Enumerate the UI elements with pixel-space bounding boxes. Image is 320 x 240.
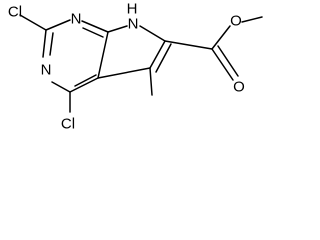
bond-n7-c6 — [139, 25, 166, 42]
nitrogen-label-n3: N — [41, 62, 52, 79]
bond-cl-c2 — [19, 14, 47, 31]
chlorine-label-top: Cl — [8, 4, 22, 21]
bond-c7a-n7 — [107, 25, 128, 33]
bond-n1-c7a — [81, 20, 109, 33]
bonds — [19, 14, 263, 113]
bond-c4a-c7a — [97, 31, 109, 79]
bond-carbonyl-o — [211, 48, 234, 81]
bond-c6-c5-inner — [155, 43, 172, 73]
bond-n1-c7a-inner — [82, 27, 104, 38]
nitrogen-label-n1: N — [71, 11, 82, 28]
bond-c2-n3 — [42, 29, 47, 58]
bond-c4-c4a — [69, 77, 99, 93]
bond-c5-methyl — [149, 67, 153, 96]
oxygen-label-ester: O — [230, 13, 242, 30]
bond-c4-c4a-inner — [74, 74, 97, 87]
bond-c2-n1 — [45, 19, 71, 31]
nitrogen-label-n7: N — [128, 16, 139, 33]
bond-carbonyl-o-inner — [217, 45, 239, 77]
hydrogen-label-nh: H — [127, 1, 138, 18]
bond-c6-c5 — [149, 40, 166, 69]
bond-carbonyl-oester — [211, 25, 231, 50]
bond-c6-carbonyl — [164, 40, 213, 50]
bond-oester-methyl — [241, 16, 263, 23]
bond-n3-c4 — [51, 81, 71, 93]
chlorine-label-bottom: Cl — [61, 116, 75, 133]
atom-labels: Cl N N Cl N H O O — [8, 1, 245, 133]
bond-c5-c4a — [97, 67, 151, 79]
bond-c2-n3-inner — [49, 32, 54, 56]
oxygen-label-carbonyl: O — [233, 79, 245, 96]
chemical-structure: Cl N N Cl N H O O — [8, 1, 263, 133]
